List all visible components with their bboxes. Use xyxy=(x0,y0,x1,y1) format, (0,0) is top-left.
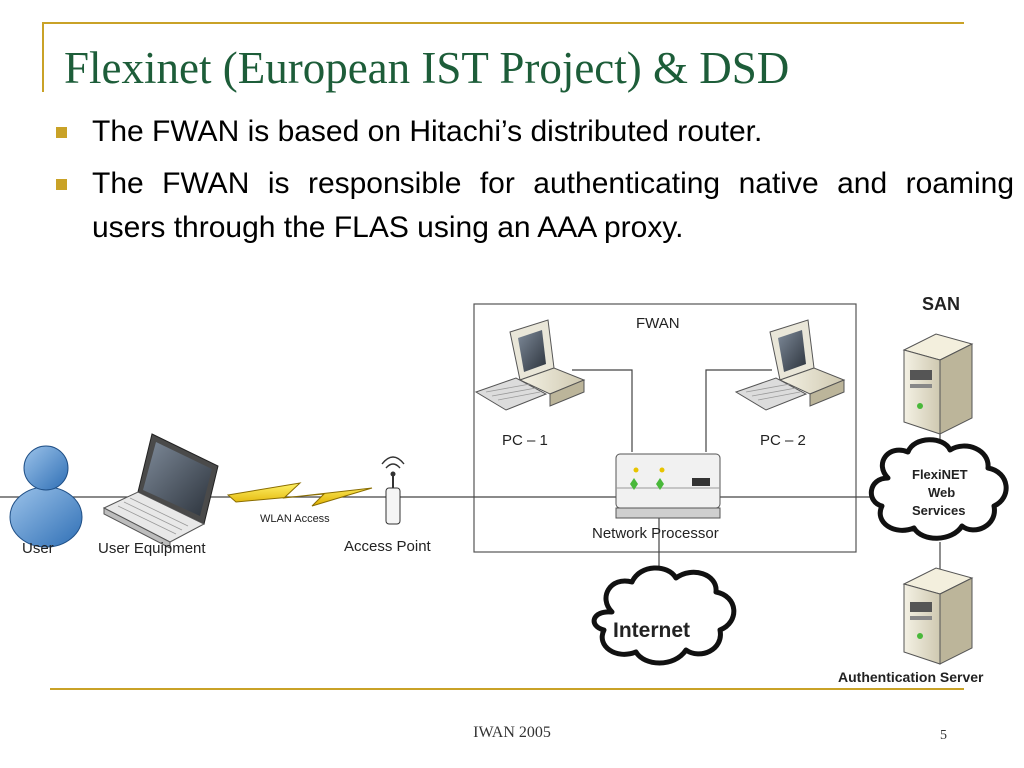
authentication-server-icon xyxy=(902,567,974,665)
authentication-server-label: Authentication Server xyxy=(838,669,984,685)
network-processor-icon xyxy=(615,453,721,519)
page-number: 5 xyxy=(940,728,947,743)
bullet-list: The FWAN is based on Hitachi’s distribut… xyxy=(56,110,1014,258)
access-point-icon xyxy=(381,456,405,525)
bottom-rule xyxy=(50,688,964,690)
san-label: SAN xyxy=(922,294,960,314)
user-equipment-label: User Equipment xyxy=(98,540,206,557)
internet-label: Internet xyxy=(613,619,690,642)
footer-label: IWAN 2005 xyxy=(473,724,551,741)
left-rule xyxy=(42,22,44,92)
bullet-item: The FWAN is responsible for authenticati… xyxy=(56,162,1014,250)
link-pc1 xyxy=(572,369,633,452)
bullet-text: The FWAN is based on Hitachi’s distribut… xyxy=(92,115,763,148)
bullet-item: The FWAN is based on Hitachi’s distribut… xyxy=(56,110,1014,154)
square-bullet-icon xyxy=(56,179,67,190)
internet-cloud-icon xyxy=(591,565,737,666)
bullet-text: The FWAN is responsible for authenticati… xyxy=(92,167,1014,244)
pc-2-icon xyxy=(734,319,846,411)
user-label: User xyxy=(22,540,54,557)
flexinet-cloud-icon xyxy=(869,437,1009,541)
wlan-access-label: WLAN Access xyxy=(260,513,330,525)
network-diagram: FWAN User User Equipment WLAN Access xyxy=(0,294,1009,685)
slide-title: Flexinet (European IST Project) & DSD xyxy=(64,43,790,93)
wlan-lightning-icon xyxy=(226,482,373,507)
flexinet-line-1: FlexiNET xyxy=(912,467,968,482)
top-rule xyxy=(42,22,964,24)
access-point-label: Access Point xyxy=(344,538,432,555)
link-pc2 xyxy=(705,369,772,452)
flexinet-line-2: Web xyxy=(928,485,955,500)
user-icon xyxy=(9,445,83,548)
pc-2-label: PC – 2 xyxy=(760,432,806,449)
pc-1-label: PC – 1 xyxy=(502,432,548,449)
laptop-icon xyxy=(102,433,219,549)
fwan-box xyxy=(473,303,857,553)
square-bullet-icon xyxy=(56,127,67,138)
network-processor-label: Network Processor xyxy=(592,525,719,542)
fwan-label: FWAN xyxy=(636,315,680,332)
pc-1-icon xyxy=(474,319,586,411)
flexinet-line-3: Services xyxy=(912,503,966,518)
san-server-icon xyxy=(902,333,974,435)
